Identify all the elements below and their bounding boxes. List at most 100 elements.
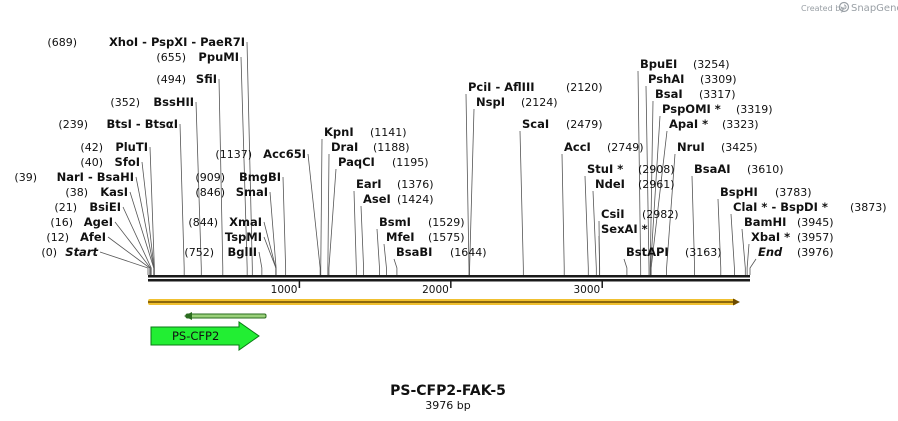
leader-line bbox=[717, 198, 722, 275]
leader-line bbox=[179, 123, 185, 275]
site-name-label[interactable]: BspHI bbox=[720, 185, 758, 199]
ps-cfp2-feature[interactable]: PS-CFP2 bbox=[150, 321, 260, 351]
site-position-label: (3323) bbox=[722, 118, 759, 131]
site-name-label[interactable]: SfiI bbox=[196, 72, 217, 86]
leader-line bbox=[645, 85, 650, 275]
leader-line bbox=[129, 191, 155, 275]
site-name-label[interactable]: DraI bbox=[331, 140, 358, 154]
site-name-label[interactable]: Start bbox=[65, 245, 98, 259]
site-name-label[interactable]: End bbox=[758, 245, 783, 259]
site-position-label: (846) bbox=[195, 186, 225, 199]
leader-line bbox=[99, 251, 149, 275]
site-name-label[interactable]: NdeI bbox=[595, 177, 625, 191]
site-name-label[interactable]: NruI bbox=[677, 140, 705, 154]
site-name-label[interactable]: NarI - BsaHI bbox=[57, 170, 134, 184]
site-name-label[interactable]: ClaI * - BspDI * bbox=[733, 200, 828, 214]
site-name-label[interactable]: TspMI bbox=[225, 230, 262, 244]
site-position-label: (39) bbox=[14, 171, 37, 184]
site-name-label[interactable]: BsiEI bbox=[89, 200, 121, 214]
site-name-label[interactable]: SexAI * bbox=[601, 222, 648, 236]
leader-line bbox=[122, 206, 152, 275]
site-name-label[interactable]: BsaBI bbox=[396, 245, 432, 259]
site-position-label: (1644) bbox=[450, 246, 487, 259]
leader-line bbox=[623, 258, 628, 275]
site-name-label[interactable]: MfeI bbox=[386, 230, 415, 244]
site-position-label: (1376) bbox=[397, 178, 434, 191]
leader-line bbox=[258, 251, 263, 275]
site-name-label[interactable]: BsmI bbox=[379, 215, 411, 229]
site-name-label[interactable]: BglII bbox=[228, 245, 258, 259]
leader-line bbox=[598, 235, 601, 275]
ruler-tick-label: 2000 bbox=[422, 284, 449, 296]
site-name-label[interactable]: Acc65I bbox=[263, 147, 306, 161]
site-position-label: (3945) bbox=[797, 216, 834, 229]
site-name-label[interactable]: BstAPI bbox=[626, 245, 669, 259]
site-name-label[interactable]: EarI bbox=[356, 177, 382, 191]
leader-line bbox=[691, 175, 695, 275]
leader-line bbox=[469, 108, 475, 275]
site-name-label[interactable]: PpuMI bbox=[198, 50, 239, 64]
site-position-label: (2120) bbox=[566, 81, 603, 94]
site-position-label: (239) bbox=[58, 118, 88, 131]
leader-line bbox=[327, 153, 330, 275]
site-position-label: (0) bbox=[41, 246, 57, 259]
site-name-label[interactable]: AfeI bbox=[80, 230, 106, 244]
site-position-label: (655) bbox=[156, 51, 186, 64]
site-position-label: (844) bbox=[188, 216, 218, 229]
site-name-label[interactable]: BpuEI bbox=[640, 57, 677, 71]
leader-line bbox=[360, 205, 365, 275]
site-position-label: (1137) bbox=[215, 148, 252, 161]
site-name-label[interactable]: PciI - AflIII bbox=[468, 80, 535, 94]
leader-line bbox=[320, 138, 323, 275]
site-name-label[interactable]: AseI bbox=[363, 192, 391, 206]
site-name-label[interactable]: XbaI * bbox=[751, 230, 790, 244]
site-position-label: (2749) bbox=[607, 141, 644, 154]
site-name-label[interactable]: SfoI bbox=[115, 155, 140, 169]
site-name-label[interactable]: PshAI bbox=[648, 72, 684, 86]
site-name-label[interactable]: ApaI * bbox=[669, 117, 708, 131]
site-position-label: (3425) bbox=[721, 141, 758, 154]
site-name-label[interactable]: AccI bbox=[564, 140, 591, 154]
site-name-label[interactable]: KpnI bbox=[324, 125, 354, 139]
site-position-label: (3317) bbox=[699, 88, 736, 101]
site-name-label[interactable]: BamHI bbox=[744, 215, 786, 229]
site-name-label[interactable]: BmgBI bbox=[239, 170, 281, 184]
site-position-label: (3957) bbox=[797, 231, 834, 244]
site-name-label[interactable]: XhoI - PspXI - PaeR7I bbox=[109, 35, 245, 49]
ruler-tick-label: 1000 bbox=[271, 284, 298, 296]
site-name-label[interactable]: XmaI bbox=[229, 215, 262, 229]
leader-line bbox=[393, 258, 398, 275]
site-name-label[interactable]: NspI bbox=[476, 95, 505, 109]
site-name-label[interactable]: KasI bbox=[100, 185, 128, 199]
leader-line bbox=[376, 228, 380, 275]
site-name-label[interactable]: StuI * bbox=[587, 162, 623, 176]
site-name-label[interactable]: AgeI bbox=[84, 215, 113, 229]
site-name-label[interactable]: PluTI bbox=[115, 140, 148, 154]
ruler-tick-label: 3000 bbox=[573, 284, 600, 296]
site-position-label: (689) bbox=[47, 36, 77, 49]
site-name-label[interactable]: BssHII bbox=[153, 95, 194, 109]
site-name-label[interactable]: BsaAI bbox=[694, 162, 731, 176]
snapgene-brand-text: SnapGene bbox=[851, 3, 898, 14]
leader-line bbox=[730, 213, 735, 275]
snapgene-logo-icon bbox=[838, 1, 850, 13]
leader-line bbox=[561, 153, 565, 275]
site-name-label[interactable]: SmaI bbox=[236, 185, 268, 199]
map-subtitle: 3976 bp bbox=[425, 399, 470, 412]
leader-line bbox=[218, 78, 224, 275]
leader-line bbox=[149, 146, 155, 275]
site-name-label[interactable]: CsiI bbox=[601, 207, 625, 221]
site-name-label[interactable]: PaqCI bbox=[338, 155, 375, 169]
site-name-label[interactable]: BtsI - BtsαI bbox=[107, 117, 178, 131]
leader-line bbox=[114, 221, 151, 275]
site-name-label[interactable]: BsaI bbox=[655, 87, 683, 101]
ruler-ticks: 1000 2000 3000 bbox=[271, 281, 603, 296]
leader-line bbox=[519, 130, 524, 275]
site-name-label[interactable]: ScaI bbox=[522, 117, 549, 131]
feature-arrow-icon[interactable] bbox=[150, 321, 260, 351]
site-position-label: (909) bbox=[195, 171, 225, 184]
leader-line bbox=[107, 236, 151, 275]
site-name-label[interactable]: PspOMI * bbox=[662, 102, 721, 116]
